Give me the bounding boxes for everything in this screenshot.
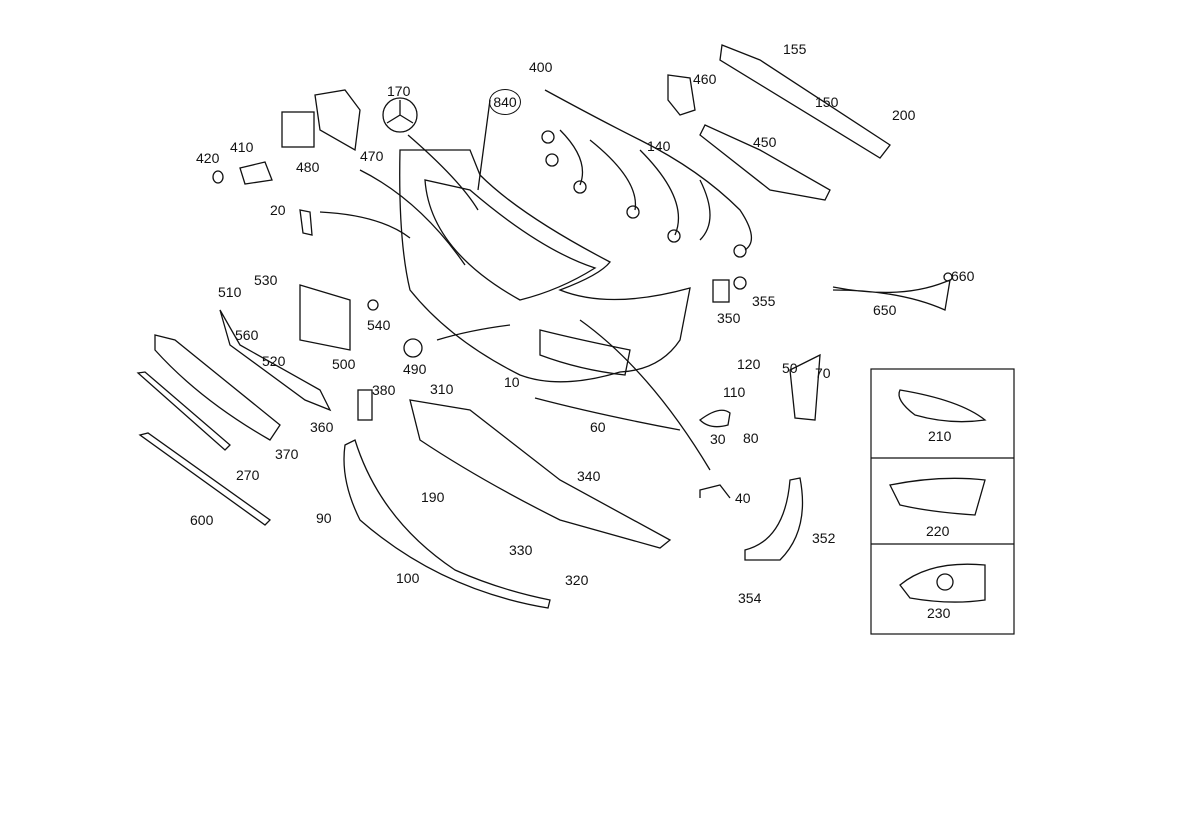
license-plate-holder (299, 284, 351, 351)
callout-20: 20 (270, 202, 286, 218)
inset-box (870, 368, 1015, 635)
callout-460: 460 (693, 71, 717, 87)
callout-355: 355 (752, 293, 776, 309)
grille-220 (889, 477, 986, 516)
lower-grille (154, 334, 281, 441)
callout-420: 420 (196, 150, 220, 166)
callout-190: 190 (421, 489, 445, 505)
callout-600: 600 (190, 512, 214, 528)
bracket-470 (314, 89, 361, 152)
underbody-panel (409, 399, 672, 549)
callout-650: 650 (873, 302, 897, 318)
callout-840: 840 (489, 89, 521, 115)
callout-540: 540 (367, 317, 391, 333)
callout-270: 270 (236, 467, 260, 483)
bracket-450 (699, 124, 831, 201)
callout-220: 220 (926, 523, 950, 539)
upper-trim-150 (719, 44, 891, 159)
callout-500: 500 (332, 356, 356, 372)
callout-10: 10 (504, 374, 520, 390)
callout-510: 510 (218, 284, 242, 300)
callout-490: 490 (403, 361, 427, 377)
grille-210 (898, 389, 987, 423)
callout-110: 110 (723, 384, 746, 400)
wiring-harness (544, 89, 752, 251)
callout-120: 120 (737, 356, 761, 372)
callout-70: 70 (815, 365, 831, 381)
callout-480: 480 (296, 159, 320, 175)
callout-330: 330 (509, 542, 533, 558)
callout-90: 90 (316, 510, 332, 526)
callout-410: 410 (230, 139, 254, 155)
callout-155: 155 (783, 41, 807, 57)
callout-100: 100 (396, 570, 420, 586)
callout-80: 80 (743, 430, 759, 446)
callout-660: 660 (951, 268, 975, 284)
callout-210: 210 (928, 428, 952, 444)
callout-200: 200 (892, 107, 916, 123)
callout-354: 354 (738, 590, 762, 606)
front-spoiler (343, 439, 551, 609)
callout-560: 560 (235, 327, 259, 343)
callout-230: 230 (927, 605, 951, 621)
bumper-grille-opening (424, 179, 597, 301)
callout-150: 150 (815, 94, 839, 110)
callout-40: 40 (735, 490, 751, 506)
star-emblem (382, 97, 418, 133)
callout-450: 450 (753, 134, 777, 150)
callout-350: 350 (717, 310, 741, 326)
callout-340: 340 (577, 468, 601, 484)
callout-470: 470 (360, 148, 384, 164)
callout-380: 380 (372, 382, 396, 398)
callout-50: 50 (782, 360, 798, 376)
bracket-460 (667, 74, 696, 116)
grille-230 (899, 563, 986, 603)
callout-400: 400 (529, 59, 553, 75)
bumper-cover (399, 149, 691, 383)
callout-140: 140 (647, 138, 671, 154)
callout-370: 370 (275, 446, 299, 462)
callout-60: 60 (590, 419, 606, 435)
callout-352: 352 (812, 530, 836, 546)
callout-170: 170 (387, 83, 411, 99)
callout-530: 530 (254, 272, 278, 288)
callout-360: 360 (310, 419, 334, 435)
callout-520: 520 (262, 353, 286, 369)
callout-310: 310 (430, 381, 454, 397)
callout-320: 320 (565, 572, 589, 588)
callout-30: 30 (710, 431, 726, 447)
